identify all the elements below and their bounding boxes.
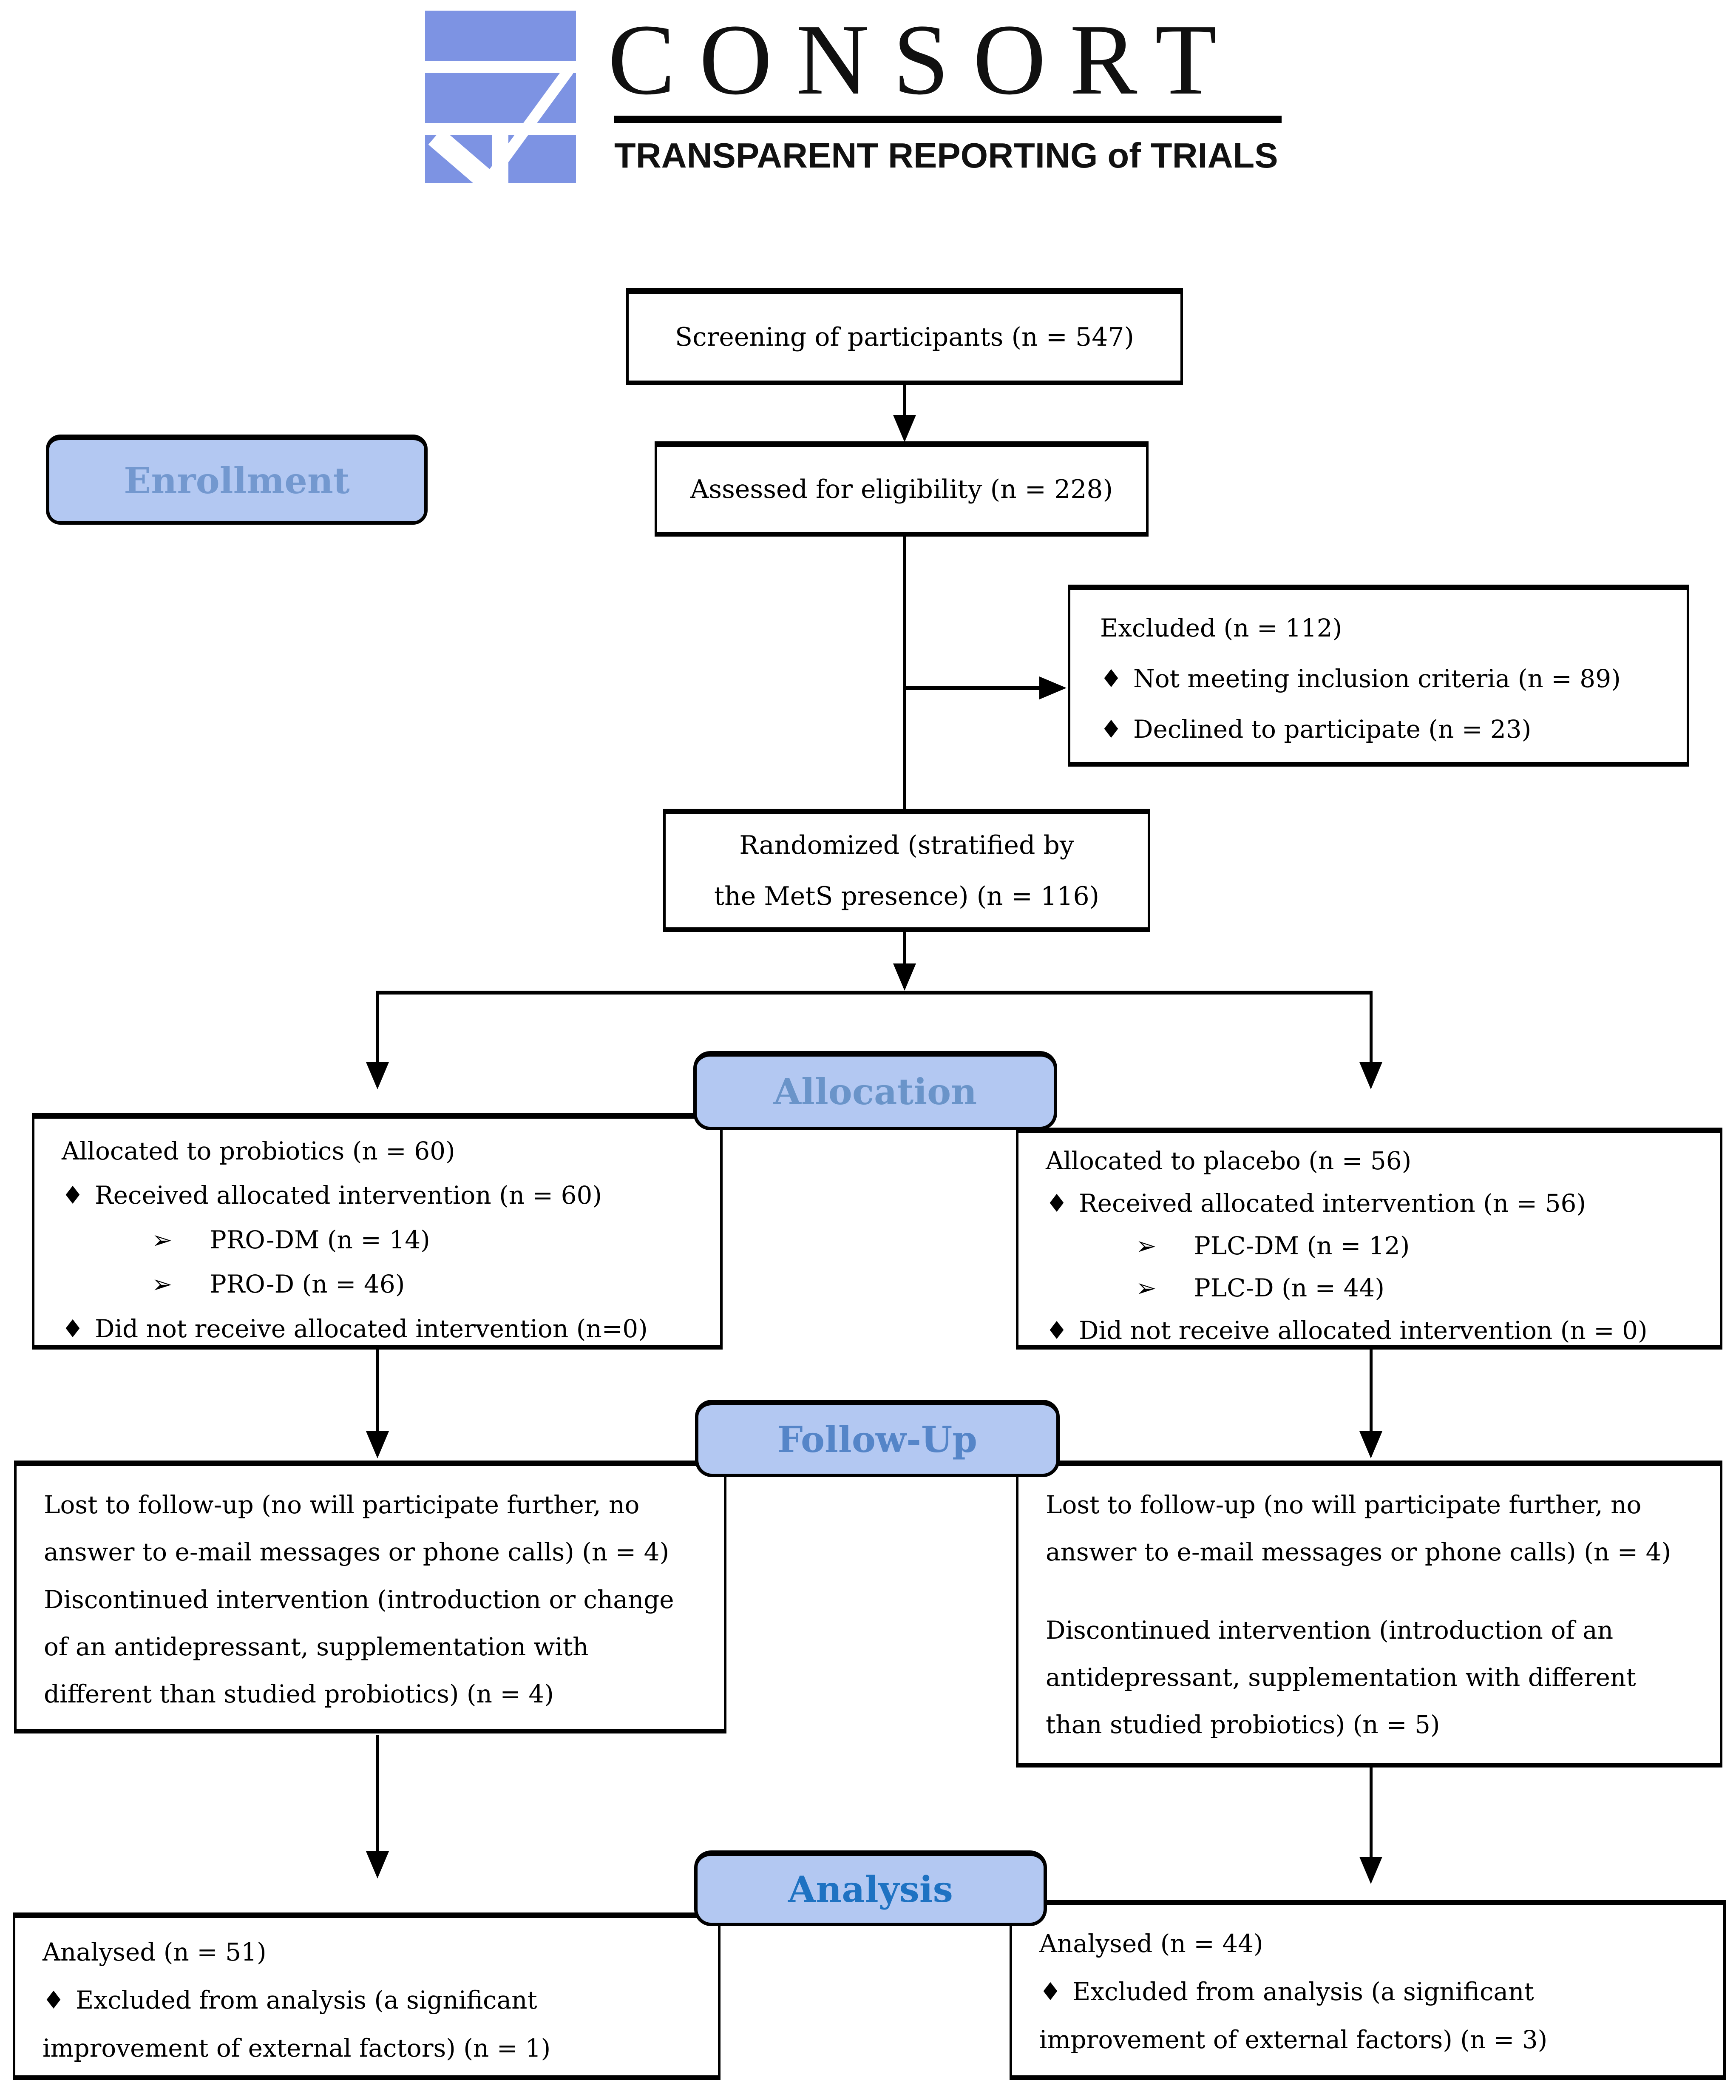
connector-fu-right (1370, 1350, 1373, 1433)
excluded-bullet-2: ♦ Declined to participate (n = 23) (1100, 704, 1670, 755)
fu-left-para-1: Lost to follow-up (no will participate f… (44, 1490, 669, 1567)
excluded-title: Excluded (n = 112) (1100, 614, 1342, 642)
diamond-bullet-icon: ♦ (1046, 1316, 1068, 1345)
alloc-left-sub-2-text: PRO-D (n = 46) (210, 1270, 405, 1299)
chevron-bullet-icon: ➢ (152, 1225, 173, 1254)
enrollment-label-text: Enrollment (124, 460, 350, 502)
stage-label-followup: Follow-Up (695, 1400, 1060, 1477)
analysis-right-bullet-text: Excluded from analysis (a significant im… (1039, 1977, 1548, 2055)
diamond-bullet-icon: ♦ (43, 1986, 65, 2015)
randomized-box: Randomized (stratified by the MetS prese… (663, 809, 1150, 932)
analysis-label-text: Analysis (788, 1868, 953, 1910)
analysis-placebo-box: Analysed (n = 44) ♦Excluded from analysi… (1010, 1900, 1726, 2080)
alloc-right-bullet-1-text: Received allocated intervention (n = 56) (1079, 1188, 1586, 1218)
alloc-right-bullet-1: ♦ Received allocated intervention (n = 56… (1046, 1182, 1696, 1225)
fu-right-para-1: Lost to follow-up (no will participate f… (1046, 1490, 1671, 1567)
allocation-label-text: Allocation (773, 1071, 977, 1113)
diamond-bullet-icon: ♦ (1039, 1977, 1061, 2006)
logo-divider (614, 116, 1282, 123)
analysis-right-title: Analysed (n = 44) (1039, 1929, 1263, 1958)
stage-label-enrollment: Enrollment (46, 435, 428, 525)
fu-right-para-2: Discontinued intervention (introduction … (1046, 1615, 1636, 1739)
alloc-left-title: Allocated to probiotics (n = 60) (62, 1137, 455, 1165)
analysis-probiotics-box: Analysed (n = 51) ♦Excluded from analysi… (13, 1912, 720, 2080)
allocation-probiotics-box: Allocated to probiotics (n = 60) ♦ Receiv… (32, 1113, 723, 1350)
stage-label-analysis: Analysis (694, 1850, 1047, 1926)
alloc-left-bullet-2: ♦ Did not receive allocated intervention … (62, 1307, 696, 1351)
followup-placebo-box: Lost to follow-up (no will participate f… (1016, 1461, 1722, 1768)
analysis-left-title: Analysed (n = 51) (43, 1938, 267, 1966)
analysis-right-bullet: ♦Excluded from analysis (a significant i… (1039, 1968, 1617, 2064)
alloc-left-sub-1: ➢ PRO-DM (n = 14) (152, 1218, 696, 1262)
arrowhead-alloc-left (366, 1062, 389, 1089)
alloc-right-sub-1: ➢ PLC-DM (n = 12) (1136, 1225, 1696, 1267)
alloc-left-bullet-1: ♦ Received allocated intervention (n = 60… (62, 1173, 696, 1217)
consort-tagline: TRANSPARENT REPORTING of TRIALS (614, 136, 1278, 175)
consort-wordmark: CONSORT (608, 4, 1241, 116)
analysis-left-bullet-text: Excluded from analysis (a significant im… (43, 1986, 551, 2063)
excluded-bullet-2-text: Declined to participate (n = 23) (1133, 714, 1532, 744)
alloc-right-bullet-2-text: Did not receive allocated intervention (… (1079, 1316, 1648, 1345)
alloc-right-bullet-2: ♦ Did not receive allocated intervention … (1046, 1310, 1696, 1352)
arrowhead-fu-right (1359, 1431, 1382, 1458)
arrowhead-screening-assessed (893, 415, 916, 442)
screening-box: Screening of participants (n = 547) (626, 288, 1183, 385)
connector-randomized-split (903, 932, 906, 965)
fu-left-para-2: Discontinued intervention (introduction … (44, 1585, 674, 1709)
arrowhead-alloc-right (1359, 1062, 1382, 1089)
assessed-box: Assessed for eligibility (n = 228) (655, 441, 1149, 537)
chevron-bullet-icon: ➢ (152, 1270, 173, 1299)
connector-split-left (376, 991, 379, 1064)
arrowhead-analysis-right (1359, 1857, 1382, 1884)
allocation-placebo-box: Allocated to placebo (n = 56) ♦ Received … (1016, 1128, 1722, 1350)
split-horizontal-line (376, 991, 1373, 995)
randomized-line-1: Randomized (stratified by (739, 830, 1074, 860)
randomized-text: Randomized (stratified by the MetS prese… (714, 820, 1099, 922)
alloc-right-sub-2: ➢ PLC-D (n = 44) (1136, 1267, 1696, 1310)
excluded-bullet-1-text: Not meeting inclusion criteria (n = 89) (1133, 664, 1621, 693)
connector-analysis-left (376, 1735, 379, 1853)
diamond-bullet-icon: ♦ (1100, 664, 1122, 693)
connector-screening-assessed (903, 385, 906, 417)
chevron-bullet-icon: ➢ (1136, 1273, 1157, 1303)
excluded-bullet-1: ♦ Not meeting inclusion criteria (n = 89) (1100, 654, 1670, 704)
randomized-line-2: the MetS presence) (n = 116) (714, 881, 1100, 911)
alloc-right-sub-2-text: PLC-D (n = 44) (1194, 1273, 1384, 1303)
alloc-left-sub-1-text: PRO-DM (n = 14) (210, 1225, 430, 1254)
connector-analysis-right (1370, 1768, 1373, 1858)
screening-text: Screening of participants (n = 547) (675, 322, 1134, 352)
diamond-bullet-icon: ♦ (1046, 1188, 1068, 1218)
followup-probiotics-box: Lost to follow-up (no will participate f… (14, 1461, 726, 1733)
alloc-right-title: Allocated to placebo (n = 56) (1046, 1146, 1412, 1175)
arrowhead-fu-left (366, 1431, 389, 1458)
connector-split-right (1370, 991, 1373, 1064)
chevron-bullet-icon: ➢ (1136, 1231, 1157, 1260)
alloc-left-bullet-2-text: Did not receive allocated intervention (… (95, 1314, 648, 1343)
connector-assessed-randomized (903, 537, 906, 810)
alloc-left-sub-2: ➢ PRO-D (n = 46) (152, 1262, 696, 1306)
connector-branch-excluded (905, 686, 1041, 690)
analysis-left-bullet: ♦Excluded from analysis (a significant i… (43, 1976, 616, 2072)
arrowhead-excluded (1039, 676, 1067, 699)
stage-label-allocation: Allocation (693, 1051, 1057, 1130)
arrowhead-analysis-left (366, 1851, 389, 1878)
diamond-bullet-icon: ♦ (1100, 714, 1122, 744)
diamond-bullet-icon: ♦ (62, 1314, 84, 1343)
followup-label-text: Follow-Up (777, 1418, 978, 1461)
alloc-left-bullet-1-text: Received allocated intervention (n = 60) (95, 1181, 602, 1210)
alloc-right-sub-1-text: PLC-DM (n = 12) (1194, 1231, 1410, 1260)
assessed-text: Assessed for eligibility (n = 228) (690, 475, 1113, 504)
excluded-box: Excluded (n = 112) ♦ Not meeting inclusio… (1068, 585, 1689, 767)
arrowhead-split (893, 963, 916, 991)
consort-logo-icon (425, 11, 576, 186)
connector-fu-left (376, 1350, 379, 1433)
diamond-bullet-icon: ♦ (62, 1181, 84, 1210)
